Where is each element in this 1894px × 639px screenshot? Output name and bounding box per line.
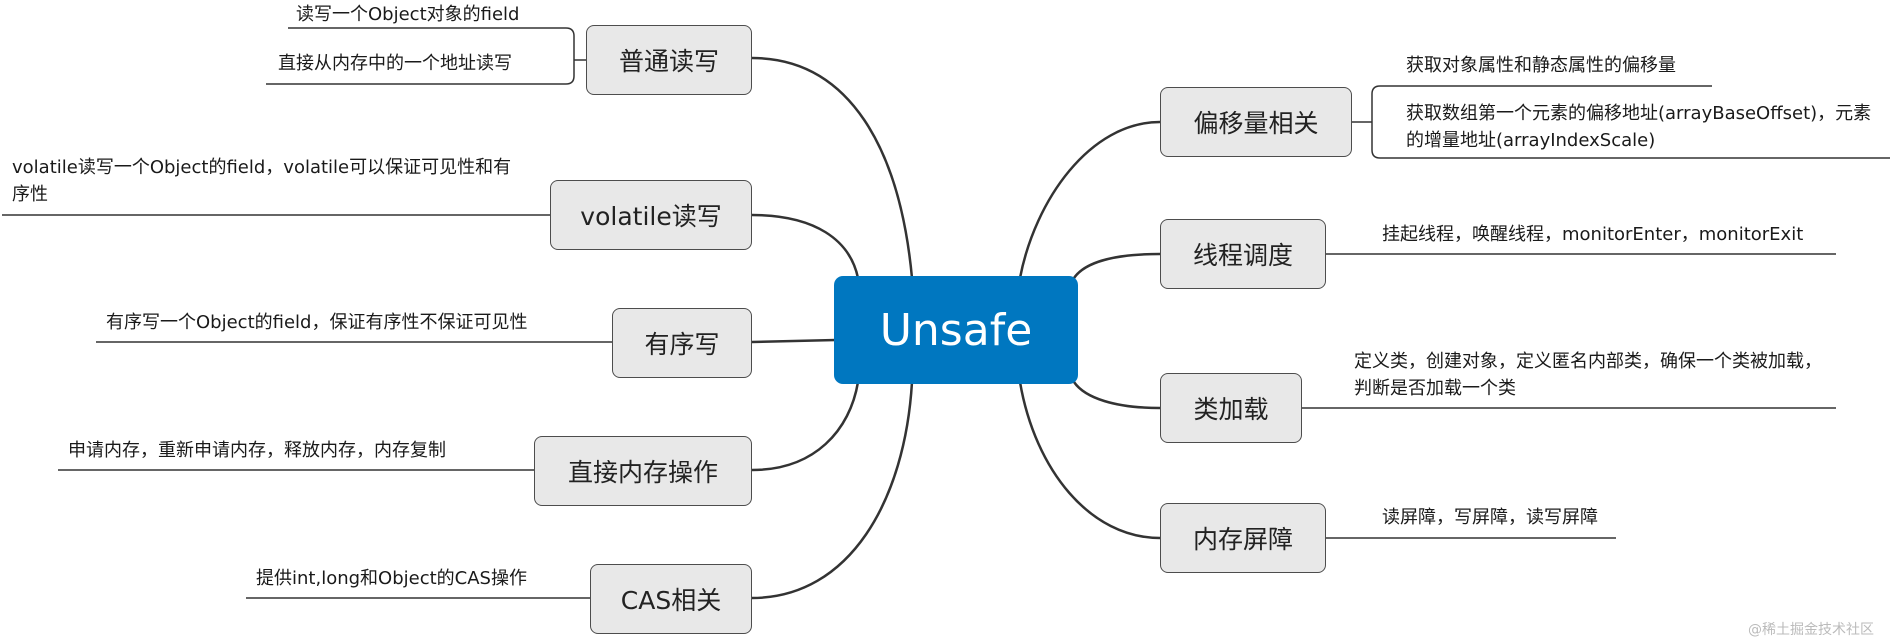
watermark: @稀土掘金技术社区 [1748, 622, 1874, 638]
branch-node-putong[interactable]: 普通读写 [586, 25, 752, 95]
branch-label: volatile读写 [580, 202, 722, 231]
connector-root-to-leijiazai [1072, 380, 1162, 410]
branch-node-volatile[interactable]: volatile读写 [550, 180, 752, 250]
leaf-text: volatile读写一个Object的field，volatile可以保证可见性… [12, 157, 512, 205]
branch-label: 偏移量相关 [1193, 109, 1319, 138]
branch-label: 类加载 [1193, 395, 1269, 424]
leaf-text: 挂起线程，唤醒线程，monitorEnter，monitorExit [1382, 224, 1804, 245]
branch-node-youxu[interactable]: 有序写 [612, 308, 752, 378]
leaf-text: 提供int,long和Object的CAS操作 [256, 568, 527, 589]
connector-pianyi-leaf-1 [1371, 85, 1712, 122]
connector-root-to-cas [750, 380, 914, 600]
connector-pianyi-leaf-2 [1371, 122, 1890, 159]
branch-node-pingzhang[interactable]: 内存屏障 [1160, 503, 1326, 573]
branch-node-leijiazai[interactable]: 类加载 [1160, 373, 1302, 443]
branch-node-pianyi[interactable]: 偏移量相关 [1160, 87, 1352, 157]
root-node-label: Unsafe [879, 304, 1033, 356]
root-node[interactable]: Unsafe [834, 276, 1078, 384]
connector-root-to-putong [750, 56, 914, 280]
branch-label: 普通读写 [618, 47, 719, 76]
connector-root-to-volatile [750, 213, 860, 280]
branch-label: 直接内存操作 [567, 458, 718, 487]
connector-root-to-xiancheng [1072, 252, 1162, 280]
branch-label: CAS相关 [620, 586, 722, 615]
branch-node-zhijie-neicun[interactable]: 直接内存操作 [534, 436, 752, 506]
leaf-text: 有序写一个Object的field，保证有序性不保证可见性 [106, 312, 528, 333]
connector-root-to-pianyi [1018, 120, 1162, 280]
connector-root-to-pingzhang [1018, 380, 1162, 540]
leaf-text: 获取对象属性和静态属性的偏移量 [1406, 55, 1676, 76]
leaf-text: 读屏障，写屏障，读写屏障 [1382, 507, 1598, 528]
branch-node-cas[interactable]: CAS相关 [590, 564, 752, 634]
leaf-text: 定义类，创建对象，定义匿名内部类，确保一个类被加载，判断是否加载一个类 [1354, 351, 1822, 399]
branch-label: 线程调度 [1192, 241, 1293, 270]
leaf-text: 读写一个Object对象的field [296, 4, 520, 25]
connector-putong-leaf-1 [288, 27, 575, 60]
connector-root-to-zhijie [750, 380, 860, 472]
connector-root-to-youxu [750, 338, 838, 344]
leaf-text: 申请内存，重新申请内存，释放内存，内存复制 [68, 440, 446, 461]
leaf-text: 直接从内存中的一个地址读写 [278, 53, 512, 74]
branch-node-xiancheng[interactable]: 线程调度 [1160, 219, 1326, 289]
branch-label: 有序写 [644, 330, 720, 359]
connector-putong-leaf-2 [266, 60, 575, 85]
branch-label: 内存屏障 [1192, 525, 1293, 554]
leaf-text: 获取数组第一个元素的偏移地址(arrayBaseOffset)，元素的增量地址(… [1406, 103, 1872, 151]
